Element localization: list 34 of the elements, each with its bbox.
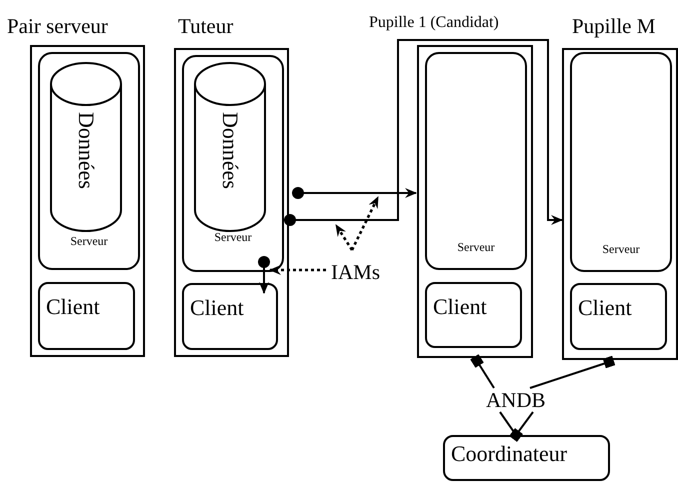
server-label: Serveur bbox=[213, 230, 253, 244]
arrow bbox=[258, 256, 270, 294]
server-box bbox=[570, 52, 672, 272]
arrow bbox=[284, 39, 563, 226]
database-label: Données bbox=[73, 112, 99, 189]
server-box bbox=[38, 52, 140, 270]
client-label: Client bbox=[433, 294, 487, 320]
machine-heading: Pupille M bbox=[572, 14, 656, 38]
client-label: Client bbox=[190, 295, 244, 321]
client-box bbox=[38, 282, 135, 350]
server-label: Serveur bbox=[601, 242, 641, 256]
server-label: Serveur bbox=[456, 240, 496, 254]
client-box bbox=[182, 283, 278, 350]
machine-heading: Tuteur bbox=[178, 14, 234, 38]
server-label: Serveur bbox=[69, 234, 109, 248]
arrow bbox=[292, 187, 417, 199]
connector-line bbox=[530, 356, 616, 389]
arrow bbox=[269, 265, 326, 275]
connector-line bbox=[470, 354, 495, 389]
connector-line bbox=[499, 411, 534, 442]
leader-arrow bbox=[334, 224, 354, 251]
server-box bbox=[182, 55, 284, 272]
coordinator-box: Coordinateur bbox=[443, 435, 610, 481]
database-label: Données bbox=[217, 112, 243, 189]
leader-arrow bbox=[350, 196, 380, 251]
client-label: Client bbox=[578, 295, 632, 321]
server-box bbox=[425, 52, 527, 270]
machine-heading: Pair serveur bbox=[7, 14, 108, 38]
protocol-label: IAMs bbox=[331, 260, 380, 284]
protocol-label: ANDB bbox=[486, 388, 546, 412]
client-box bbox=[425, 282, 522, 348]
client-label: Client bbox=[46, 294, 100, 320]
client-box bbox=[570, 283, 667, 350]
machine-heading: Pupille 1 (Candidat) bbox=[369, 13, 499, 33]
